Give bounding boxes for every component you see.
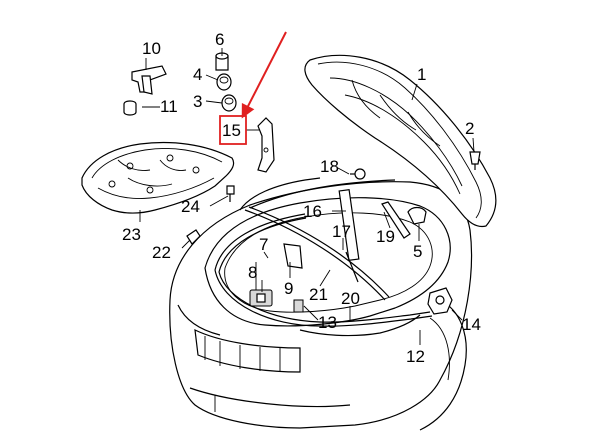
callout-18: 18 bbox=[320, 157, 339, 176]
callout-20: 20 bbox=[341, 289, 360, 308]
hood-panel bbox=[304, 54, 497, 228]
callout-17: 17 bbox=[332, 222, 351, 241]
highlight-box bbox=[219, 115, 247, 145]
small-parts bbox=[123, 52, 481, 245]
callout-15: 15 bbox=[222, 121, 241, 140]
highlight-arrow bbox=[241, 31, 287, 119]
callout-8: 8 bbox=[248, 263, 257, 282]
hood-insulation-pad bbox=[81, 141, 235, 214]
callout-6: 6 bbox=[215, 30, 224, 49]
callout-12: 12 bbox=[406, 347, 425, 366]
callout-1: 1 bbox=[417, 65, 426, 84]
callout-14: 14 bbox=[462, 315, 481, 334]
leader-lines bbox=[139, 48, 475, 345]
callout-23: 23 bbox=[122, 225, 141, 244]
callout-19: 19 bbox=[376, 227, 395, 246]
callout-16: 16 bbox=[303, 202, 322, 221]
callout-24: 24 bbox=[181, 197, 200, 216]
callout-2: 2 bbox=[465, 119, 474, 138]
callout-4: 4 bbox=[193, 65, 202, 84]
callout-7: 7 bbox=[259, 235, 268, 254]
callout-5: 5 bbox=[413, 242, 422, 261]
callout-9: 9 bbox=[284, 279, 293, 298]
callout-22: 22 bbox=[152, 243, 171, 262]
car-front-body bbox=[169, 177, 473, 431]
highlight-callout-15 bbox=[219, 31, 287, 145]
callout-labels: 1 2 3 4 5 6 7 8 9 10 11 12 13 14 15 16 1… bbox=[122, 30, 481, 366]
callout-13: 13 bbox=[318, 313, 337, 332]
callout-3: 3 bbox=[193, 92, 202, 111]
callout-10: 10 bbox=[142, 39, 161, 58]
callout-11: 11 bbox=[160, 97, 178, 116]
callout-21: 21 bbox=[309, 285, 328, 304]
